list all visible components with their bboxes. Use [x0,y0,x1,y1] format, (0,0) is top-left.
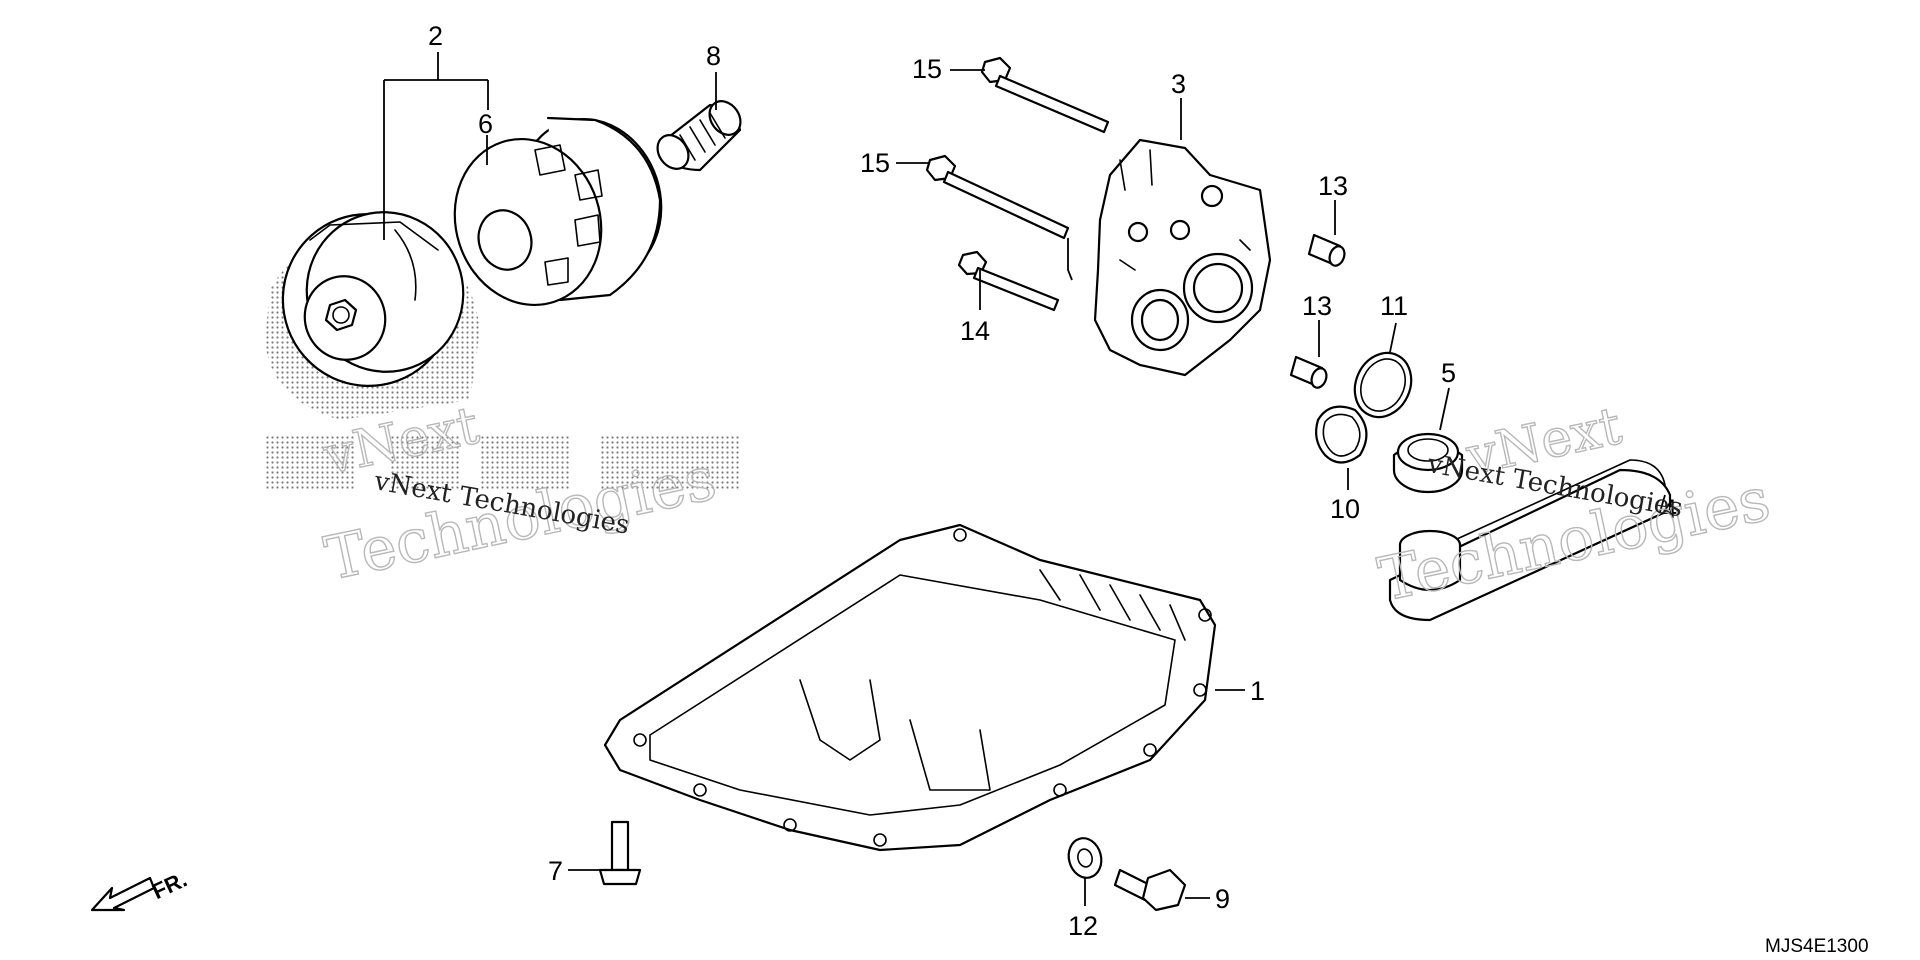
callout-3: 3 [1171,69,1186,99]
callout-1: 1 [1250,676,1265,706]
leader-lines [383,52,1666,906]
callout-labels: 2 6 8 15 3 15 14 13 13 11 5 10 4 1 7 12 … [428,21,1677,941]
bolt-upper [980,56,1110,134]
callout-15-upper: 15 [912,54,942,84]
seal-collar [1392,432,1464,494]
callout-15-middle: 15 [860,148,890,178]
oil-filter-bolt [656,100,742,172]
callout-9: 9 [1215,884,1230,914]
callout-7: 7 [548,856,563,886]
oil-pump [1093,138,1272,377]
front-arrow-icon: FR. [90,867,191,912]
dowel-pin-upper [1307,233,1346,267]
oil-filter-element [453,116,663,307]
bolt-middle [925,154,1070,240]
direction-label: FR. [148,867,191,905]
dowel-pin-lower [1289,355,1328,389]
callout-2: 2 [428,21,443,51]
oil-pan [603,523,1217,852]
callout-14: 14 [960,316,990,346]
callout-5: 5 [1441,358,1456,388]
o-ring-11 [1353,351,1413,419]
callout-11: 11 [1380,291,1408,321]
callout-8: 8 [706,41,721,71]
callout-10: 10 [1330,494,1360,524]
callout-13-upper: 13 [1318,171,1348,201]
callout-6: 6 [478,109,493,139]
sealing-washer [1067,837,1103,879]
callout-4: 4 [1662,494,1677,524]
bolt-lower [957,250,1060,312]
oil-strainer [1388,459,1672,622]
diagram-code: MJS4E1300 [1765,936,1869,957]
watermark-left: vNext Technologies vNext Technologies [317,395,722,595]
pan-bolt [598,820,642,886]
oil-filter-cartridge [281,211,465,387]
o-ring-10 [1315,405,1368,464]
drain-bolt [1113,868,1187,912]
watermark-right: vNext Technologies vNext Technologies [1372,395,1776,616]
callout-12: 12 [1068,911,1098,941]
callout-13-lower: 13 [1302,291,1332,321]
